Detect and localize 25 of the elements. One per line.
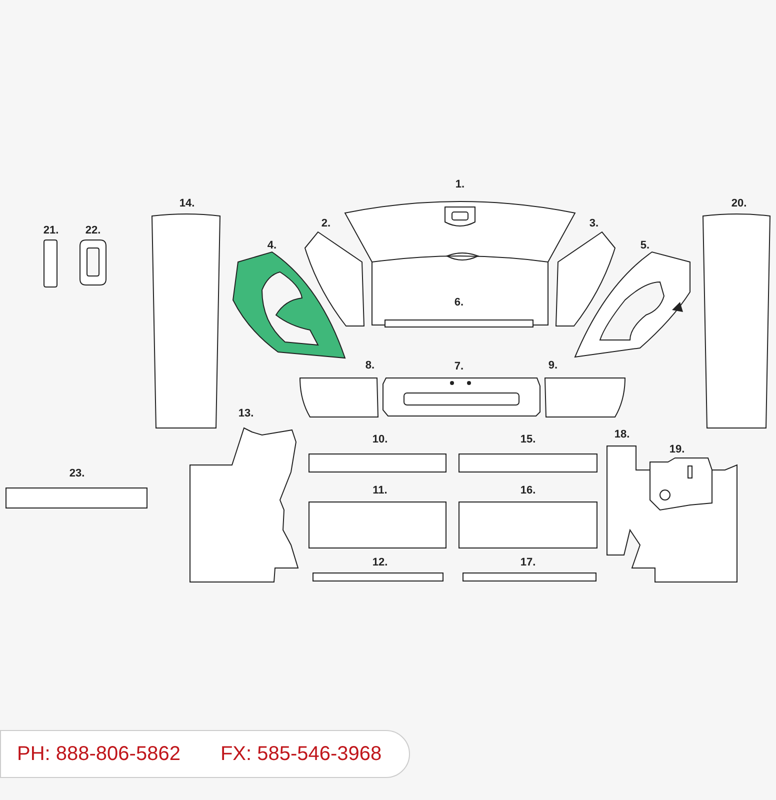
part-number: 8. bbox=[365, 360, 375, 372]
part-number: 15. bbox=[520, 434, 536, 446]
part-number: 16. bbox=[520, 486, 536, 496]
part-number: 18. bbox=[614, 430, 630, 440]
part-number: 22. bbox=[85, 226, 101, 236]
part-number: 2. bbox=[321, 218, 331, 230]
part-number: 19. bbox=[669, 444, 685, 456]
part-number: 11. bbox=[372, 486, 388, 496]
part-number: 20. bbox=[731, 198, 747, 210]
phone-number: PH: 888-806-5862 bbox=[17, 742, 180, 767]
part-number: 21. bbox=[43, 226, 59, 236]
part-number: 1. bbox=[455, 180, 465, 190]
phone-number: FX: 585-546-3968 bbox=[220, 742, 382, 767]
part-number: 3. bbox=[589, 218, 599, 230]
part-number: 9. bbox=[548, 360, 558, 372]
part-number: 17. bbox=[520, 558, 536, 568]
part-number: 12. bbox=[372, 558, 388, 568]
part-number: 10. bbox=[372, 434, 388, 446]
part-number: 14. bbox=[179, 198, 195, 210]
part-number: 23. bbox=[69, 468, 85, 480]
part-number: 7. bbox=[454, 362, 464, 372]
part-number: 6. bbox=[454, 298, 464, 308]
part-number: 13. bbox=[238, 408, 254, 420]
part-number: 5. bbox=[640, 240, 650, 252]
part-number: 4. bbox=[267, 240, 277, 252]
